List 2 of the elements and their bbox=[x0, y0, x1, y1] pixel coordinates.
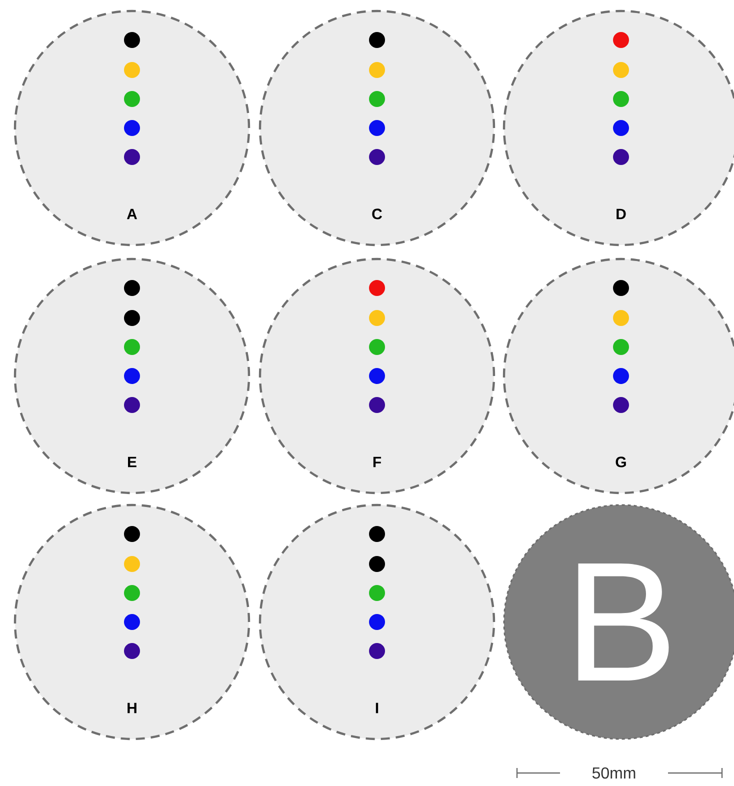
scale-label: 50mm bbox=[592, 767, 636, 779]
letter-disc: B bbox=[503, 504, 734, 740]
